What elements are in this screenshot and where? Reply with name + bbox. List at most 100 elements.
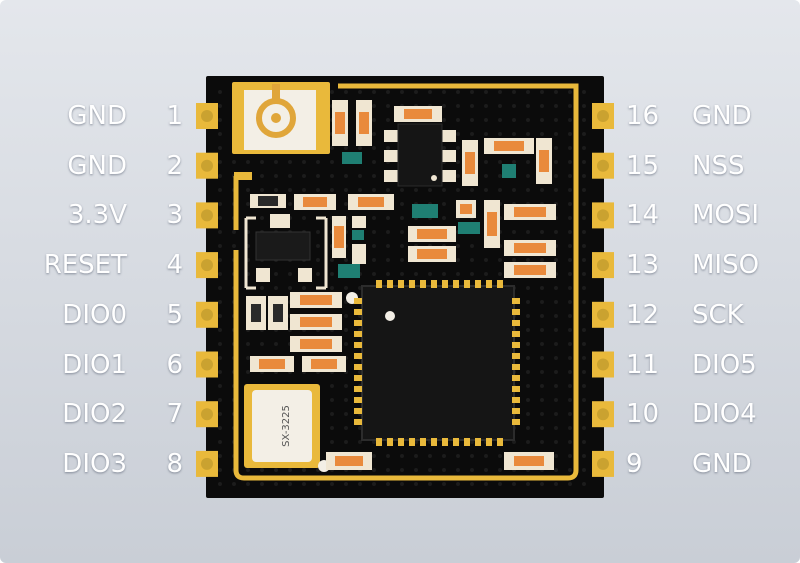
pin-name-right-15: NSS [692, 150, 745, 181]
chip-pin [387, 280, 393, 288]
pad-left-5 [196, 301, 218, 328]
pin-number-1: 1 [166, 101, 183, 131]
resistor-r7 [250, 194, 286, 208]
resistor-r11 [352, 216, 366, 264]
chip-pin [512, 331, 520, 337]
pin-number-13: 13 [626, 250, 660, 281]
chip-pin [354, 309, 362, 315]
capacitor-c2 [502, 164, 516, 178]
pad-left-1 [196, 103, 218, 129]
chip-pin [409, 280, 415, 288]
chip-pin [354, 386, 362, 392]
chip-pin [486, 280, 492, 288]
capacitor-c4 [338, 264, 360, 278]
pad-right-11 [592, 351, 614, 378]
chip-pin [354, 342, 362, 348]
pin-name-right-16: GND [692, 101, 752, 131]
chip-pin [431, 438, 437, 446]
ground-trace [233, 83, 579, 481]
chip-pin [512, 342, 520, 348]
pad-left-2 [196, 152, 218, 179]
crystal-marking: SX-3225 [281, 405, 292, 447]
pin-number-15: 15 [626, 150, 660, 181]
crystal-oscillator: SX-3225 [244, 384, 320, 468]
pad-right-12 [592, 301, 614, 328]
chip-pin [354, 331, 362, 337]
pin-number-6: 6 [166, 349, 183, 380]
resistor-r5 [484, 138, 534, 154]
pin-name-left-7: DIO2 [62, 399, 127, 430]
chip-pin [442, 438, 448, 446]
chip-pin [387, 438, 393, 446]
pad-right-10 [592, 401, 614, 428]
pad-left-7 [196, 401, 218, 428]
pin-name-left-5: DIO0 [62, 299, 127, 330]
pin-number-4: 4 [166, 250, 183, 281]
right-pad-column [592, 103, 614, 477]
resistor-r14 [290, 292, 342, 308]
pin-number-16: 16 [626, 101, 660, 131]
chip-pin [453, 438, 459, 446]
resistor-r26 [326, 452, 372, 470]
chip-pin [512, 397, 520, 403]
sot-ic [384, 123, 456, 187]
resistor-r13 [268, 296, 288, 330]
antenna-connector [232, 82, 330, 154]
pin-number-2: 2 [166, 150, 183, 181]
regulator-ic [244, 214, 328, 290]
chip-pin [475, 438, 481, 446]
pin-name-left-4: RESET [43, 250, 127, 281]
pad-right-13 [592, 252, 614, 279]
pin-name-right-13: MISO [692, 250, 760, 281]
resistor-r23 [504, 204, 556, 220]
pin-number-3: 3 [166, 200, 183, 231]
chip-pin [497, 280, 503, 288]
pad-right-9 [592, 450, 614, 477]
chip-pin [420, 280, 426, 288]
resistor-r27 [504, 452, 554, 470]
transceiver-chip [361, 285, 515, 441]
chip-pins [354, 280, 520, 446]
pad-right-16 [592, 103, 614, 129]
resistor-r8 [294, 194, 336, 210]
pin-number-10: 10 [626, 399, 660, 430]
resistor-r9 [348, 194, 394, 210]
chip-pin [475, 280, 481, 288]
chip-pin [512, 353, 520, 359]
chip-pin [512, 408, 520, 414]
chip-pin [512, 364, 520, 370]
resistor-r21 [408, 246, 456, 262]
chip-pin [354, 320, 362, 326]
chip-pin [398, 438, 404, 446]
pad-left-4 [196, 252, 218, 279]
pin-name-left-6: DIO1 [62, 349, 127, 380]
chip-pin [376, 280, 382, 288]
resistor-r2 [356, 100, 372, 146]
resistor-r1 [332, 100, 348, 146]
pin-name-right-10: DIO4 [692, 399, 757, 430]
resistor-r17 [250, 356, 294, 372]
pin-name-left-3: 3.3V [67, 200, 127, 231]
pad-left-3 [196, 202, 218, 229]
pin-name-left-2: GND [67, 150, 127, 181]
pin-number-9: 9 [626, 448, 643, 479]
resistor-r4 [462, 140, 478, 186]
chip-pin [431, 280, 437, 288]
chip-pin [512, 309, 520, 315]
chip-pin [420, 438, 426, 446]
chip-pin [354, 364, 362, 370]
chip-pin [376, 438, 382, 446]
pin-name-right-14: MOSI [692, 200, 760, 231]
pad-right-14 [592, 202, 614, 229]
chip-pin [512, 320, 520, 326]
pin-number-11: 11 [626, 349, 660, 380]
pad-left-6 [196, 351, 218, 378]
chip-pin [464, 280, 470, 288]
resistor-r6 [536, 138, 552, 184]
pad-left-8 [196, 450, 218, 477]
chip-pin [442, 280, 448, 288]
left-pad-column [196, 103, 218, 477]
pin-name-right-11: DIO5 [692, 349, 757, 380]
chip-pin [409, 438, 415, 446]
